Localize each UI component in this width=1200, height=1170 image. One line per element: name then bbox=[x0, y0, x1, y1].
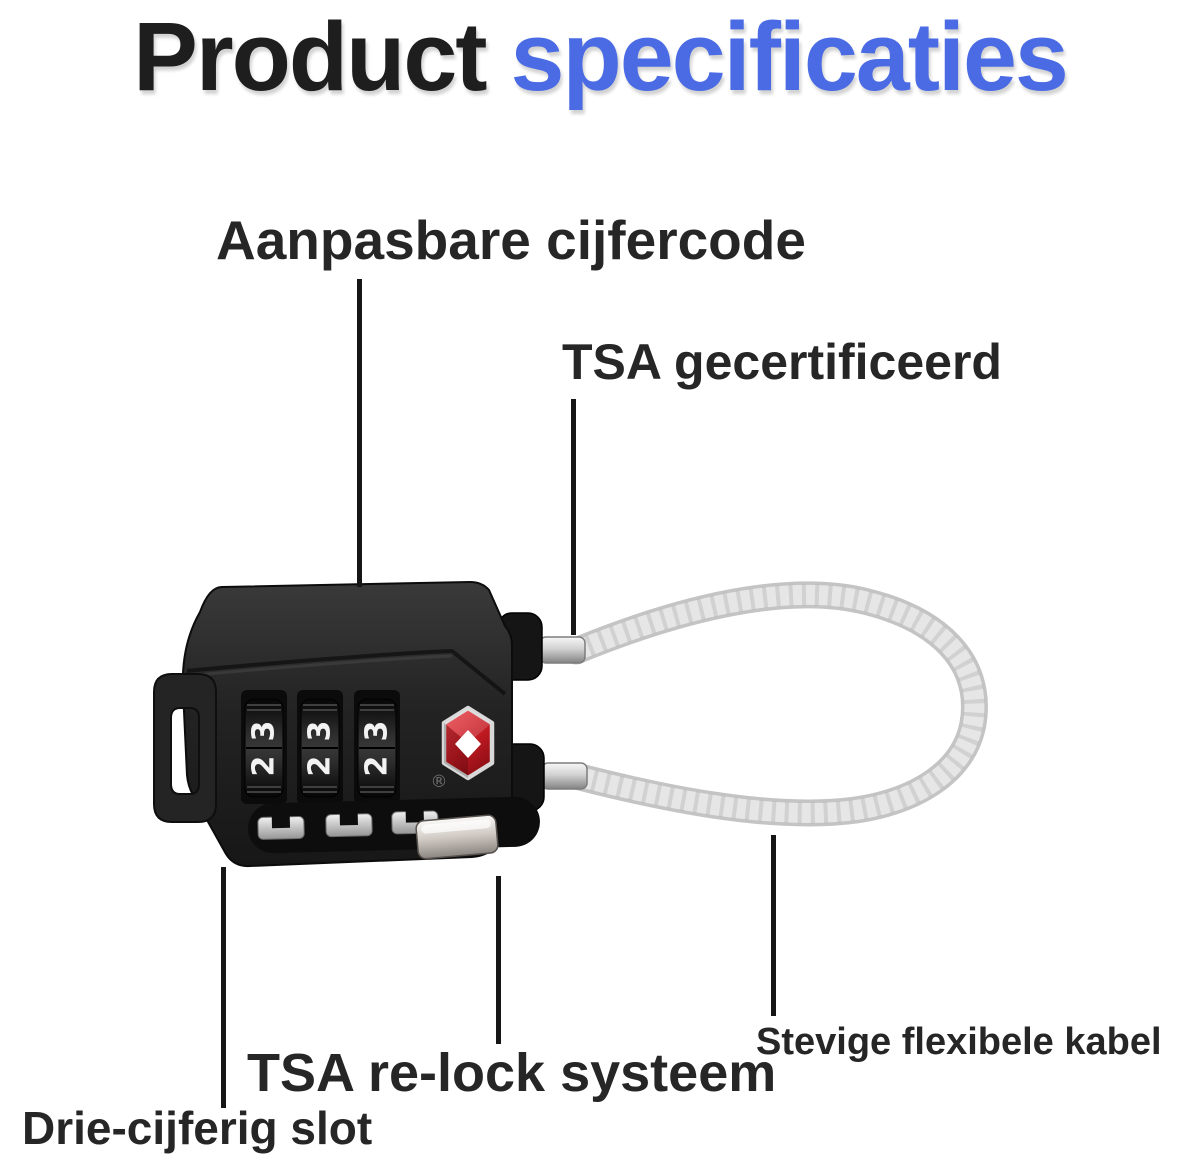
reset-clip-1 bbox=[257, 814, 305, 840]
callout-line-three-digit-lock bbox=[221, 867, 226, 1108]
dial-wheel-1[interactable]: 3 2 bbox=[241, 690, 287, 804]
callout-line-adjustable-code bbox=[357, 279, 362, 587]
label-relock-system: TSA re-lock systeem bbox=[247, 1043, 777, 1103]
cable-pin-top bbox=[539, 636, 586, 664]
shackle-loop bbox=[153, 673, 217, 823]
label-tsa-certified: TSA gecertificeerd bbox=[562, 334, 1002, 390]
cable-loop bbox=[562, 581, 988, 827]
dial1-digit-top: 3 bbox=[247, 721, 282, 742]
dial2-digit-bottom: 2 bbox=[303, 756, 338, 777]
dial2-digit-top: 3 bbox=[303, 721, 338, 742]
label-adjustable-code: Aanpasbare cijfercode bbox=[216, 209, 806, 271]
dial3-digit-bottom: 2 bbox=[360, 756, 395, 777]
dial-wheel-2[interactable]: 3 2 bbox=[297, 690, 343, 804]
label-flexible-cable: Stevige flexibele kabel bbox=[756, 1021, 1162, 1063]
title-space bbox=[486, 2, 511, 111]
page-title: Product specificaties bbox=[0, 0, 1200, 114]
callout-line-flexible-cable bbox=[771, 835, 776, 1016]
body-seam-highlight bbox=[186, 654, 453, 678]
tsa-lock-image: 3 2 3 2 bbox=[153, 580, 988, 868]
title-word-dark: Product bbox=[133, 2, 487, 111]
dial1-digit-bottom: 2 bbox=[247, 756, 282, 777]
cable-pin-bottom bbox=[541, 762, 588, 790]
registered-trademark-icon: ® bbox=[431, 772, 448, 792]
body-seam-line bbox=[186, 648, 507, 696]
dial3-digit-top: 3 bbox=[360, 721, 395, 742]
callout-line-tsa-certified bbox=[571, 399, 576, 635]
title-word-accent: specificaties bbox=[510, 2, 1069, 111]
tsa-diamond-icon bbox=[441, 705, 495, 781]
relock-button[interactable] bbox=[415, 814, 499, 860]
dial-wheel-3[interactable]: 3 2 bbox=[354, 690, 400, 804]
label-three-digit-lock: Drie-cijferig slot bbox=[22, 1102, 373, 1154]
callout-line-relock-system bbox=[496, 876, 501, 1044]
reset-clip-2 bbox=[325, 811, 373, 838]
dial-wheels: 3 2 3 2 bbox=[241, 690, 400, 804]
